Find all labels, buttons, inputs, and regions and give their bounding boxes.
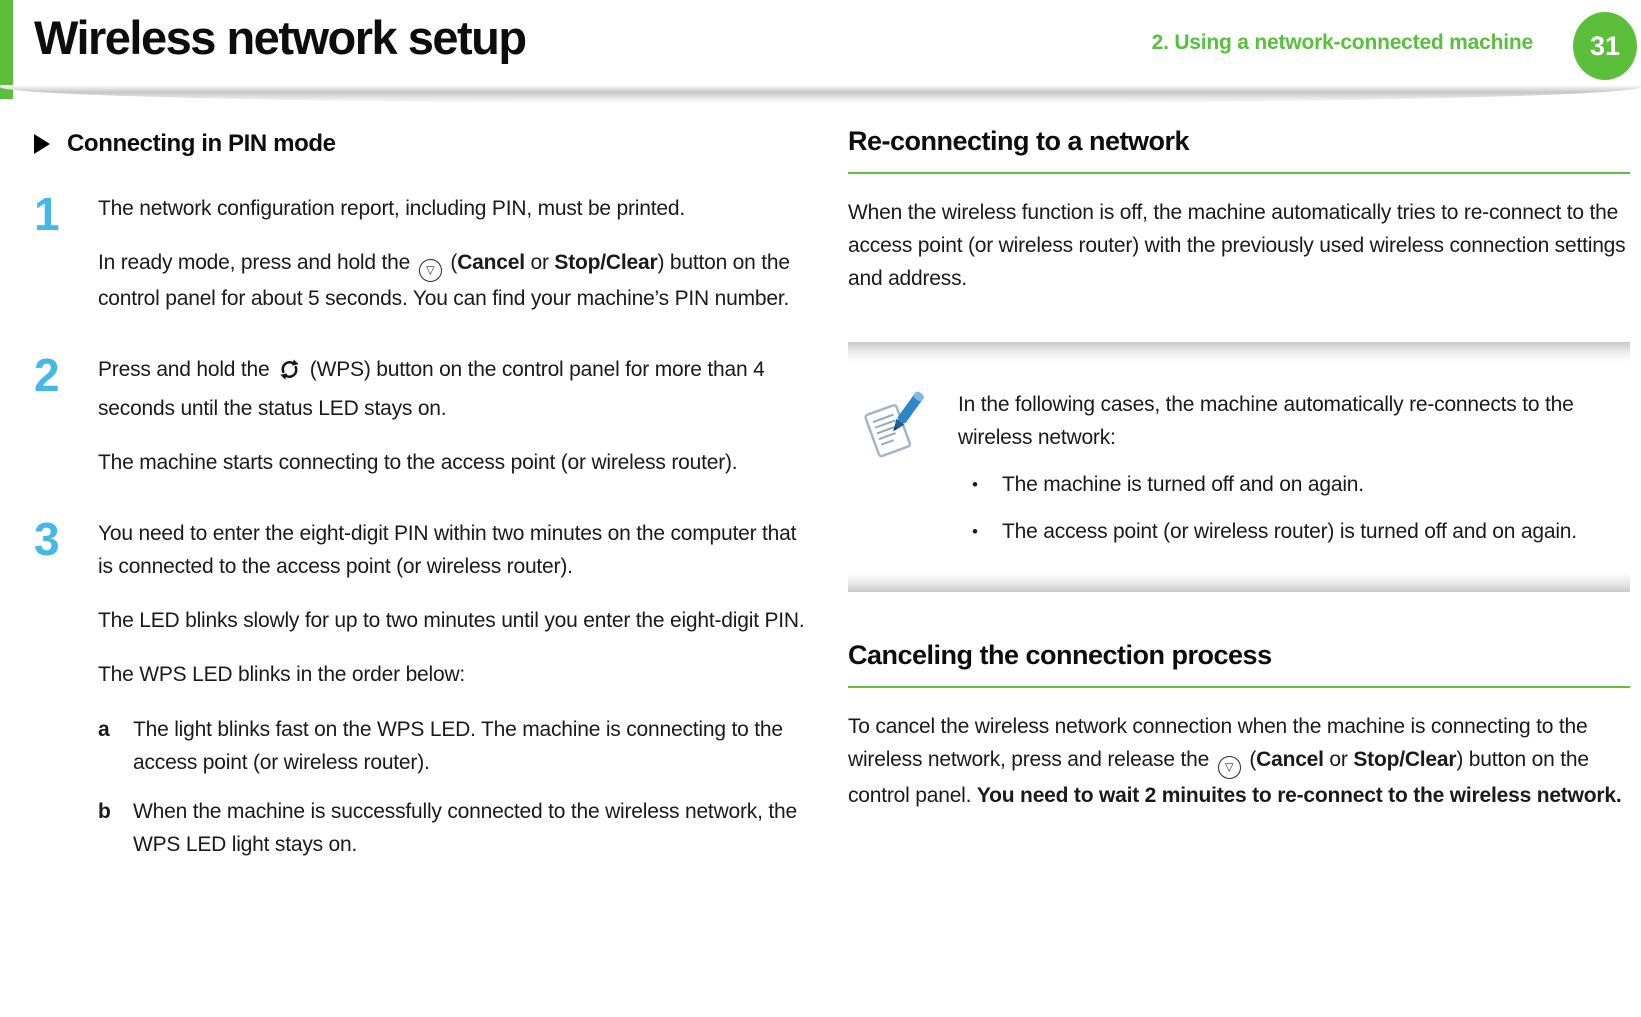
substep-a: a The light blinks fast on the WPS LED. …: [98, 713, 814, 779]
bullet-dot: •: [972, 474, 978, 494]
note-bullet-list: • The machine is turned off and on again.…: [958, 468, 1626, 548]
wps-led-sequence-list: a The light blinks fast on the WPS LED. …: [98, 713, 814, 862]
note-text: In the following cases, the machine auto…: [958, 388, 1626, 549]
text-run: (: [444, 251, 458, 275]
bold-stop-clear-label: Stop/Clear: [1353, 748, 1457, 772]
substep-a-text: The light blinks fast on the WPS LED. Th…: [133, 717, 783, 774]
note-pencil-icon: [858, 388, 928, 463]
step-2-body: Press and hold the (WPS) button on the c…: [98, 353, 814, 479]
step-2: 2 Press and hold the (WPS) button on the…: [34, 349, 814, 479]
bold-cancel-label: Cancel: [457, 251, 525, 275]
bold-stop-clear-label: Stop/Clear: [554, 251, 658, 275]
chapter-label: 2. Using a network-connected machine: [1151, 31, 1534, 54]
note-box-top-border: [848, 341, 1630, 362]
bold-cancel-label: Cancel: [1256, 748, 1324, 772]
step-3-body: You need to enter the eight-digit PIN wi…: [98, 517, 814, 861]
canceling-body: To cancel the wireless network connectio…: [848, 710, 1630, 812]
right-triangle-icon: [34, 134, 50, 154]
step-1: 1 The network configuration report, incl…: [34, 188, 814, 315]
substep-b: b When the machine is successfully conne…: [98, 795, 814, 861]
pin-mode-heading-label: Connecting in PIN mode: [67, 130, 336, 157]
wps-icon: [278, 358, 301, 391]
note-box-content: In the following cases, the machine auto…: [848, 362, 1630, 573]
substep-a-label: a: [98, 717, 110, 741]
step-3-paragraph-2: The LED blinks slowly for up to two minu…: [98, 609, 805, 633]
page-number-badge: 31: [1573, 12, 1637, 80]
step-1-paragraph-1: The network configuration report, includ…: [98, 197, 685, 220]
left-column: Connecting in PIN mode 1 The network con…: [34, 126, 814, 899]
step-1-body: The network configuration report, includ…: [98, 192, 814, 315]
step-3: 3 You need to enter the eight-digit PIN …: [34, 512, 814, 861]
step-2-paragraph-2: The machine starts connecting to the acc…: [98, 450, 738, 474]
text-run: Press and hold the: [98, 358, 276, 382]
header-divider-shadow: [0, 85, 1641, 104]
section-heading-canceling: Canceling the connection process: [848, 640, 1630, 689]
text-run: ) button on the control panel for about …: [98, 251, 790, 311]
cancel-stop-icon: ▽: [1217, 756, 1241, 780]
bullet-dot: •: [972, 522, 978, 542]
note-bullet-1-text: The machine is turned off and on again.: [1002, 472, 1364, 496]
green-accent-bar: [0, 0, 13, 99]
step-3-number: 3: [34, 512, 60, 565]
text-run: (WPS) button on the control panel for mo…: [98, 358, 765, 420]
cancel-stop-icon: ▽: [418, 259, 442, 283]
cancel-stop-icon-glyph: ▽: [1225, 760, 1234, 774]
note-box-bottom-border: [848, 572, 1630, 593]
substep-b-label: b: [98, 799, 111, 823]
step-3-paragraph-3: The WPS LED blinks in the order below:: [98, 663, 466, 687]
note-box: In the following cases, the machine auto…: [848, 341, 1630, 593]
reconnecting-body: When the wireless function is off, the m…: [848, 201, 1626, 291]
step-1-paragraph-2: In ready mode, press and hold the ▽ (Can…: [98, 246, 814, 315]
note-bullet-1: • The machine is turned off and on again.: [958, 468, 1626, 501]
text-run: To cancel the wireless network connectio…: [848, 715, 1588, 772]
note-bullet-2: • The access point (or wireless router) i…: [958, 515, 1626, 548]
step-2-number: 2: [34, 349, 60, 402]
step-1-number: 1: [34, 188, 60, 240]
text-run: or: [524, 251, 555, 275]
note-bullet-2-text: The access point (or wireless router) is…: [1002, 520, 1577, 544]
section-heading-reconnecting: Re-connecting to a network: [848, 126, 1630, 174]
page-title: Wireless network setup: [34, 11, 527, 64]
substep-b-text: When the machine is successfully connect…: [133, 799, 797, 857]
text-run: In ready mode, press and hold the: [98, 251, 416, 275]
cancel-stop-icon-glyph: ▽: [426, 263, 435, 277]
note-intro: In the following cases, the machine auto…: [958, 392, 1574, 449]
right-column: Re-connecting to a network When the wire…: [848, 126, 1630, 813]
pin-mode-heading: Connecting in PIN mode: [34, 130, 814, 158]
text-run: (: [1243, 748, 1257, 772]
text-run: or: [1323, 748, 1354, 772]
canceling-section: Canceling the connection process To canc…: [848, 640, 1630, 812]
step-2-paragraph-1: Press and hold the (WPS) button on the c…: [98, 353, 814, 424]
step-3-paragraph-1: You need to enter the eight-digit PIN wi…: [98, 521, 797, 579]
text-run: ) button on the control panel.: [848, 748, 1589, 808]
bold-wait-warning: You need to wait 2 minuites to re-connec…: [976, 784, 1622, 808]
